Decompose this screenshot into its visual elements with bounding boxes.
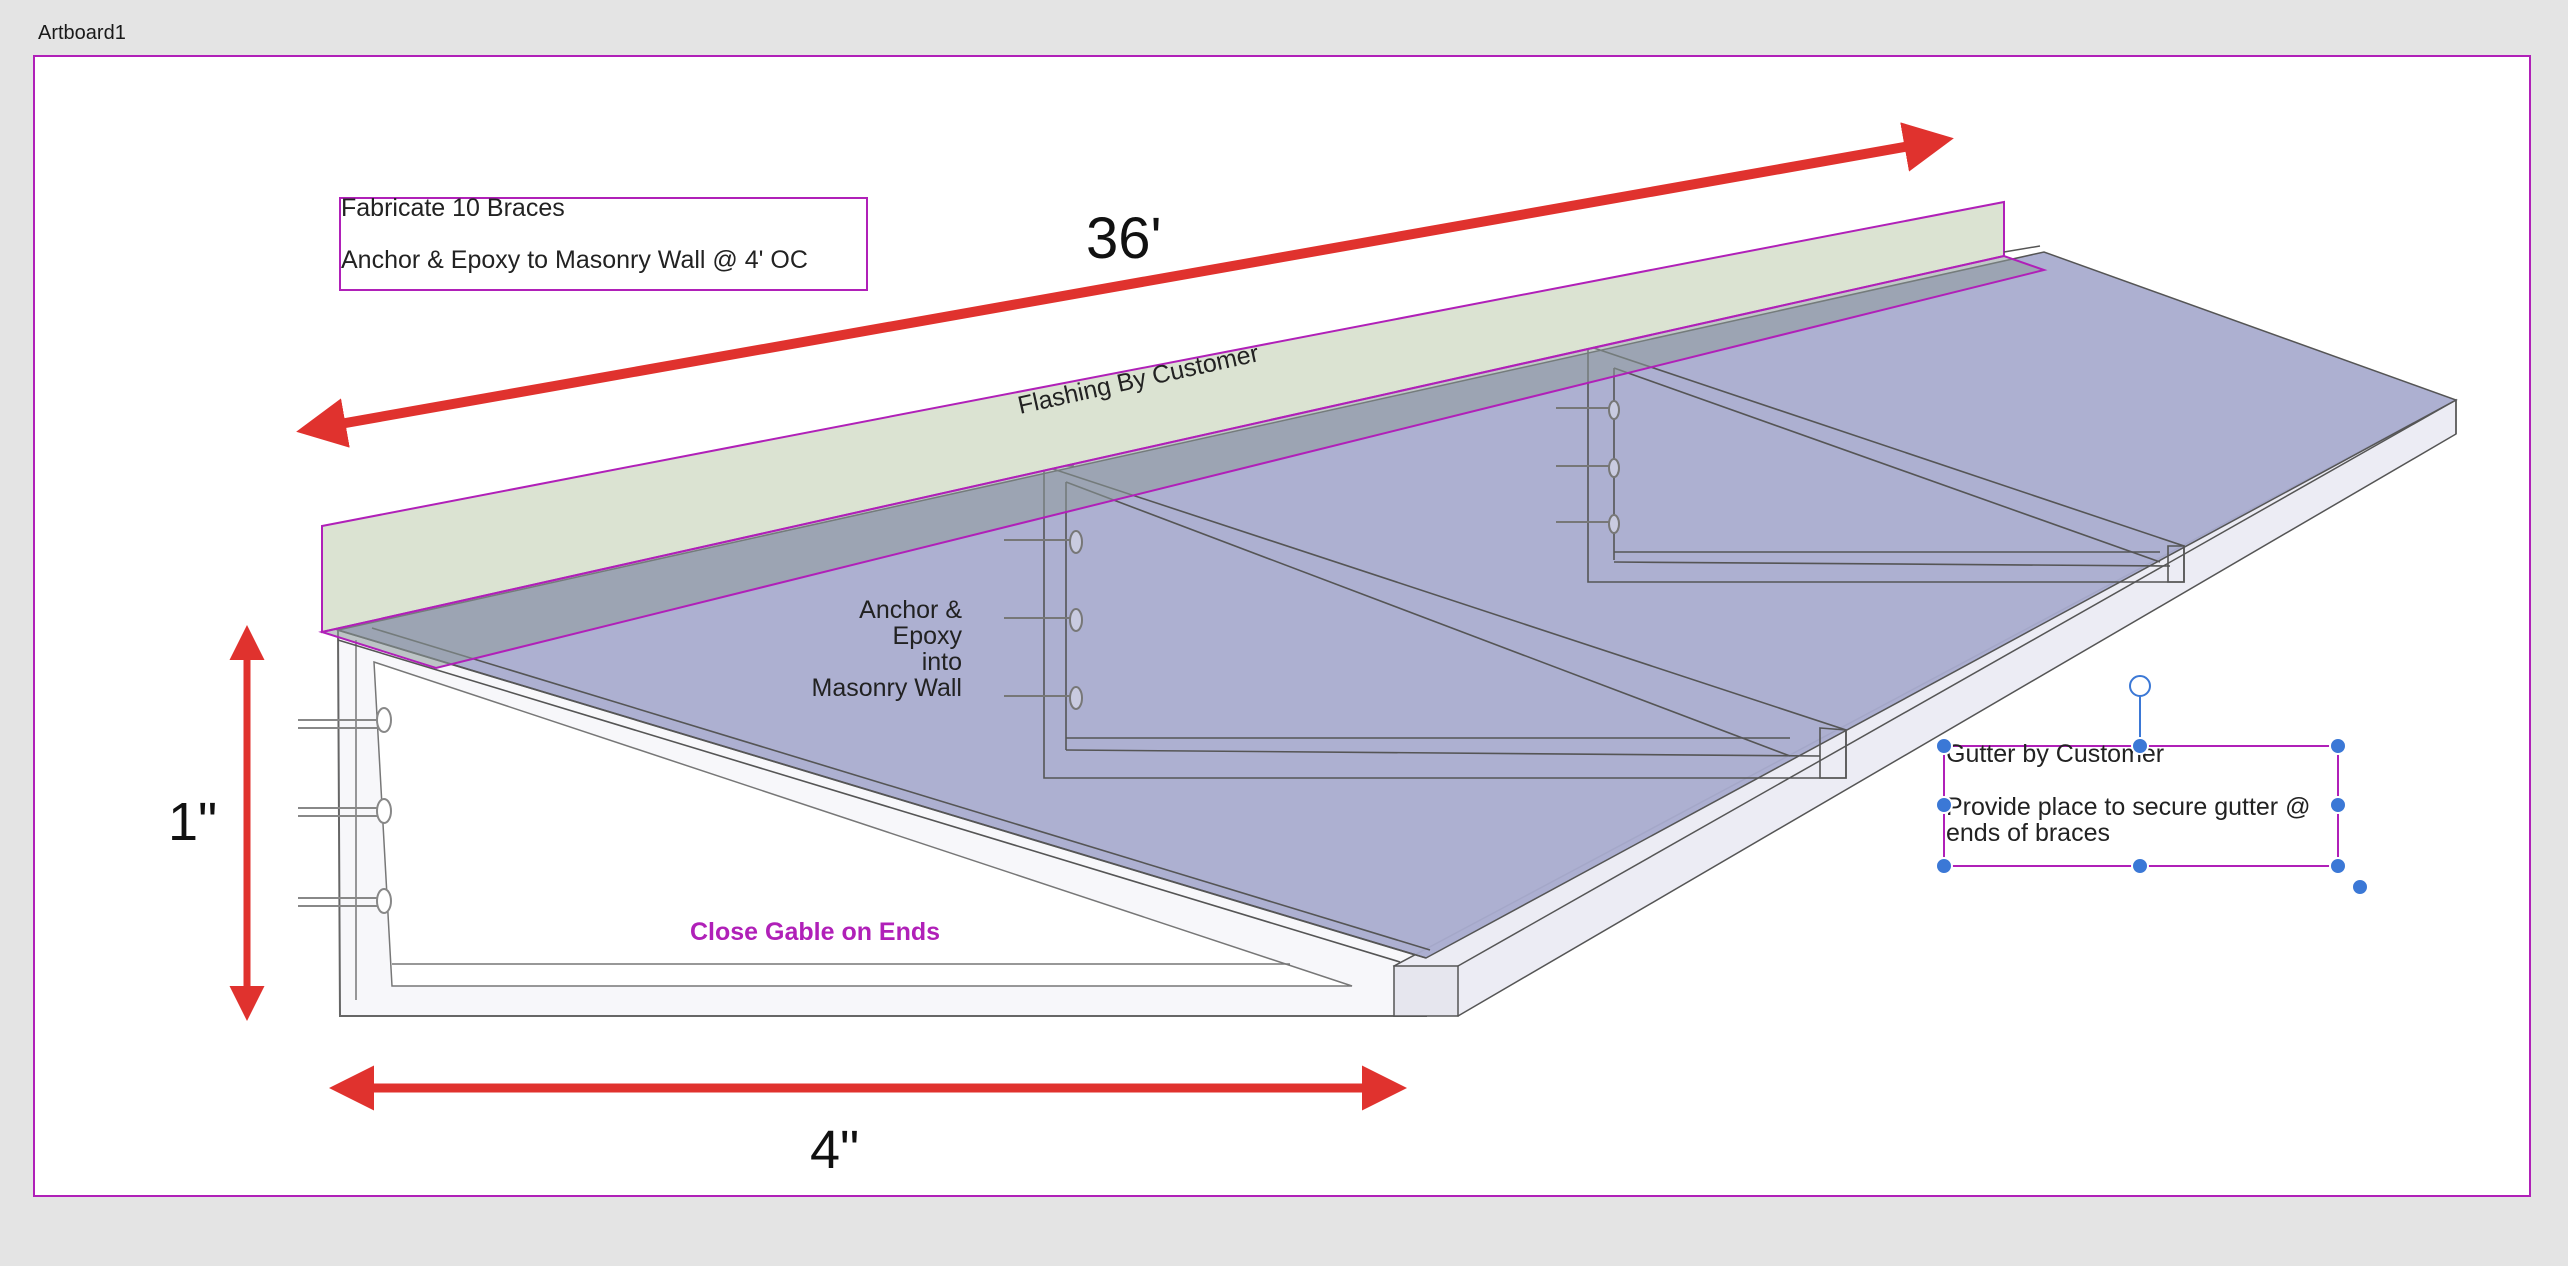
anchor-bolts-gable <box>298 707 392 914</box>
gutter-note-frame <box>1943 745 2339 867</box>
height-dimension-label[interactable]: 1" <box>168 792 217 852</box>
resize-handle-right[interactable] <box>2329 796 2347 814</box>
artboard-title[interactable]: Artboard1 <box>38 22 126 44</box>
middle-brace[interactable] <box>1004 464 1847 779</box>
rotation-handle[interactable] <box>2129 675 2151 697</box>
length-dimension-arrow[interactable] <box>296 122 1954 448</box>
resize-handle-top-right[interactable] <box>2329 737 2347 755</box>
anchor-callout-line1: Anchor & <box>859 596 962 624</box>
fabricate-note-line1: Fabricate 10 Braces <box>341 194 565 222</box>
fabricate-note-line2: Anchor & Epoxy to Masonry Wall @ 4' OC <box>341 246 808 274</box>
gutter-note[interactable]: Gutter by Customer Provide place to secu… <box>1943 740 2339 867</box>
resize-handle-bottom-left[interactable] <box>1935 857 1953 875</box>
close-gable-label[interactable]: Close Gable on Ends <box>690 918 940 946</box>
resize-handle-bottom-right[interactable] <box>2329 857 2347 875</box>
near-brace-top <box>337 627 1431 963</box>
resize-handle-top-left[interactable] <box>1935 737 1953 755</box>
anchor-callout[interactable]: Anchor & Epoxy into Masonry Wall <box>812 596 963 702</box>
anchor-callout-line2: Epoxy <box>893 622 963 650</box>
anchor-callout-line4: Masonry Wall <box>812 674 963 702</box>
corner-radius-handle[interactable] <box>2351 878 2369 896</box>
depth-dimension-label[interactable]: 4" <box>810 1120 859 1180</box>
fabricate-note-frame <box>339 197 868 291</box>
resize-handle-left[interactable] <box>1935 796 1953 814</box>
selection-handles[interactable] <box>1935 675 2369 896</box>
gable-end-brace[interactable] <box>298 628 1427 1017</box>
fabricate-note[interactable]: Fabricate 10 Braces Anchor & Epoxy to Ma… <box>339 194 868 291</box>
resize-handle-bottom[interactable] <box>2131 857 2149 875</box>
gutter-note-line3: ends of braces <box>1946 819 2110 847</box>
gutter-note-line1: Gutter by Customer <box>1946 740 2164 768</box>
resize-handle-top[interactable] <box>2131 737 2149 755</box>
anchor-callout-line3: into <box>922 648 962 676</box>
flashing-edge <box>2003 245 2041 253</box>
length-dimension-label[interactable]: 36' <box>1086 206 1162 271</box>
gutter-note-line2: Provide place to secure gutter @ <box>1946 793 2310 821</box>
